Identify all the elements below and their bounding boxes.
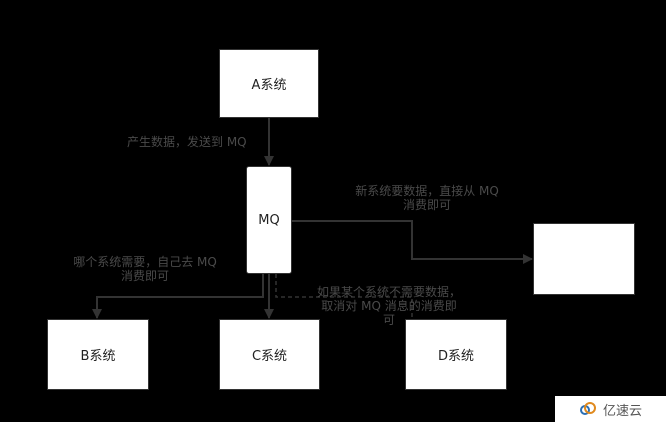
label-new-system-line-2: 消费即可: [402, 198, 451, 212]
watermark: 亿速云: [555, 396, 666, 422]
arrow-mq-to-new: [292, 220, 533, 264]
label-produce: 产生数据，发送到 MQ: [127, 135, 247, 149]
node-mq-label: MQ: [258, 212, 280, 228]
node-b-label: B系统: [80, 349, 116, 364]
label-which-system-line-2: 消费即可: [120, 269, 169, 283]
label-which-system: 哪个系统需要，自己去 MQ 消费即可: [62, 255, 228, 283]
node-c-label: C系统: [251, 349, 288, 364]
cloud-logo-icon: [579, 402, 596, 415]
node-c: C系统: [219, 319, 320, 390]
label-produce-text: 产生数据，发送到 MQ: [127, 135, 247, 149]
node-mq: MQ: [246, 166, 292, 274]
node-b: B系统: [47, 319, 149, 390]
arrow-mq-to-d-cancelled: [275, 274, 413, 318]
node-a: A系统: [219, 49, 319, 118]
label-unneeded-line-1: 如果某个系统不需要数据，: [316, 285, 461, 299]
node-new-system: [533, 223, 635, 295]
watermark-text: 亿速云: [602, 403, 642, 419]
arrow-mq-to-b: [92, 274, 264, 319]
label-unneeded-line-2: 取消对 MQ 消息的消费即: [321, 299, 457, 313]
node-d: D系统: [405, 319, 507, 390]
label-unneeded: 如果某个系统不需要数据， 取消对 MQ 消息的消费即 可: [306, 285, 472, 327]
label-which-system-line-1: 哪个系统需要，自己去 MQ: [73, 255, 217, 269]
node-a-label: A系统: [251, 78, 287, 93]
node-d-label: D系统: [437, 349, 474, 364]
label-unneeded-line-3: 可: [382, 313, 395, 327]
label-new-system: 新系统要数据，直接从 MQ 消费即可: [344, 184, 510, 212]
label-new-system-line-1: 新系统要数据，直接从 MQ: [355, 184, 499, 198]
